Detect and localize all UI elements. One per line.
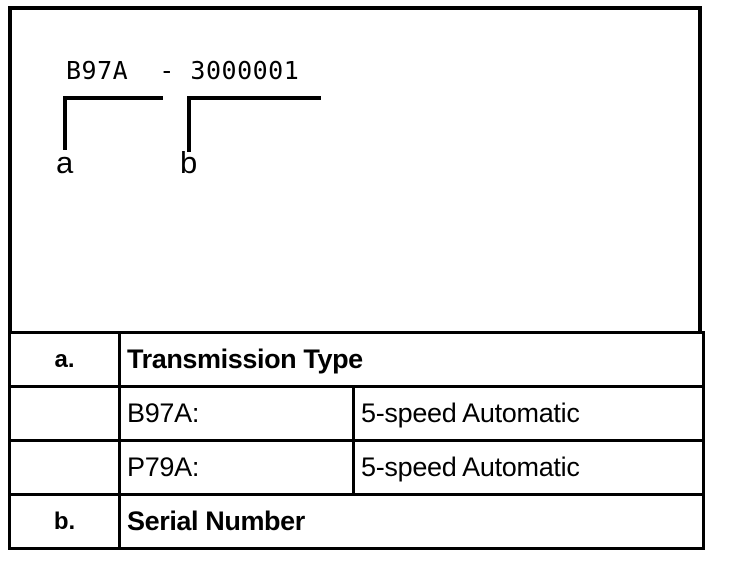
legend-description-p79a: 5-speed Automatic [352, 439, 705, 496]
callout-label-a: a [56, 145, 74, 180]
legend-key-blank-2 [8, 439, 121, 496]
leader-line-b-horizontal [187, 96, 321, 100]
legend-key-blank-1 [8, 385, 121, 442]
legend-title-transmission-type: Transmission Type [118, 331, 705, 388]
legend-key-a: a. [8, 331, 121, 388]
figure-panel: B97A - 3000001 a b [8, 6, 702, 335]
serial-number-example: B97A - 3000001 [66, 56, 300, 85]
legend-key-b: b. [8, 493, 121, 550]
table-row: B97A: 5-speed Automatic [8, 385, 705, 442]
legend-table: a. Transmission Type B97A: 5-speed Autom… [8, 331, 705, 550]
callout-label-b: b [180, 145, 198, 180]
leader-line-a-horizontal [63, 96, 163, 100]
legend-description-b97a: 5-speed Automatic [352, 385, 705, 442]
legend-code-b97a: B97A: [118, 385, 355, 442]
legend-code-p79a: P79A: [118, 439, 355, 496]
legend-title-serial-number: Serial Number [118, 493, 705, 550]
table-row: a. Transmission Type [8, 331, 705, 388]
leader-line-a-vertical [63, 96, 67, 150]
leader-line-b-vertical [187, 96, 191, 152]
table-row: b. Serial Number [8, 493, 705, 550]
table-row: P79A: 5-speed Automatic [8, 439, 705, 496]
